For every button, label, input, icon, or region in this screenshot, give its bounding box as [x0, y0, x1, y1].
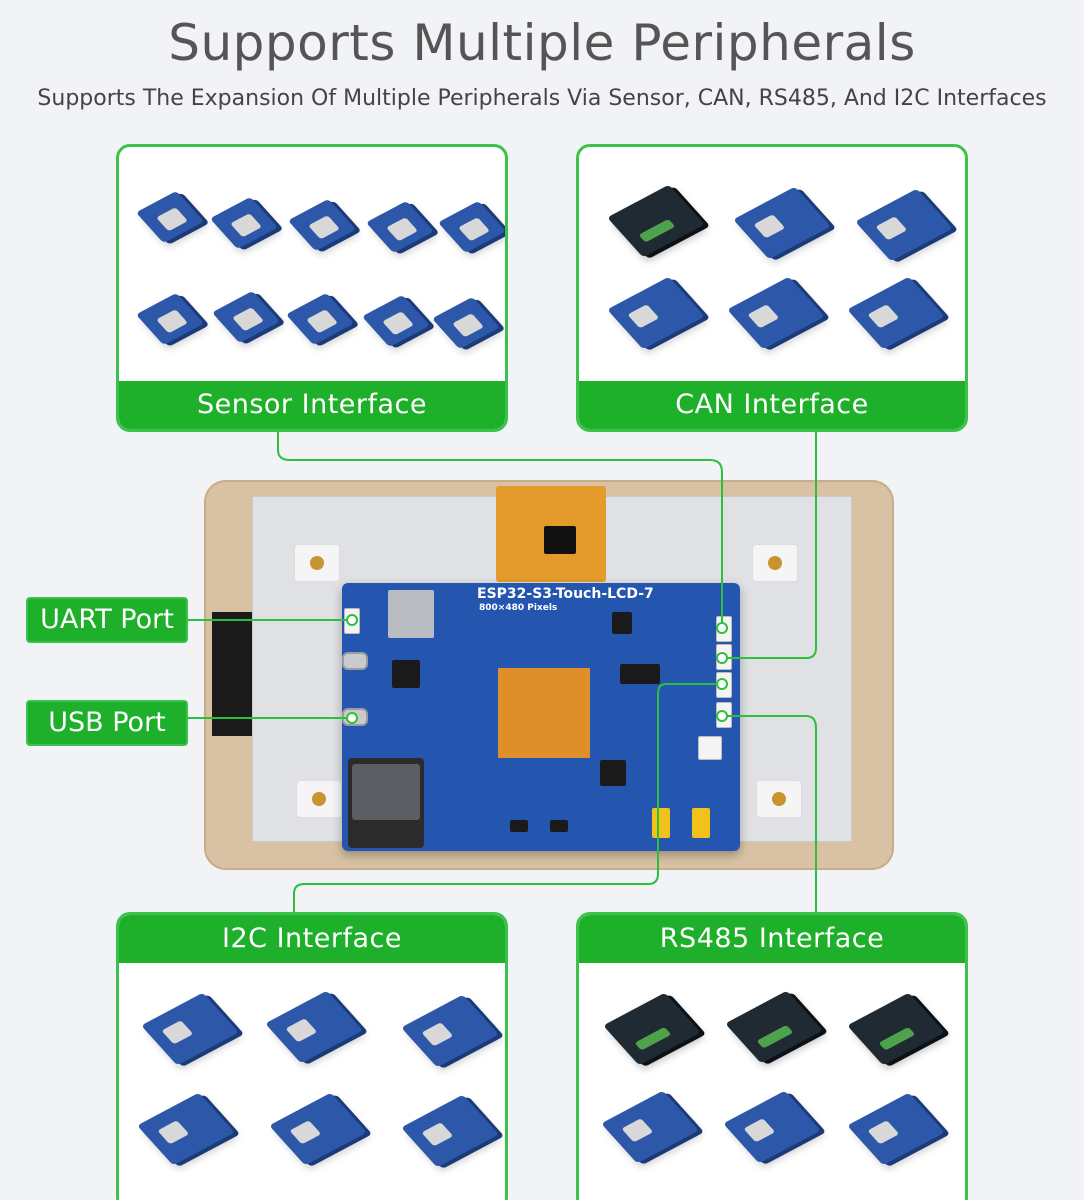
mounting-standoff: [756, 780, 802, 818]
esp32-s3-module: [348, 758, 424, 848]
rs485-module-image: [723, 1090, 821, 1164]
uart-connection-dot: [346, 614, 358, 626]
i2c-connection-line: [293, 683, 722, 914]
page-subtitle: Supports The Expansion Of Multiple Perip…: [37, 86, 1047, 111]
rs485-module-image: [601, 1090, 699, 1164]
can-interface-label: CAN Interface: [579, 381, 965, 429]
i2c-module-image: [269, 1092, 367, 1166]
usb-connection-dot: [346, 712, 358, 724]
i2c-module-image: [401, 1094, 499, 1168]
sensor-connection-dot: [716, 622, 728, 634]
page-title: Supports Multiple Peripherals: [168, 14, 916, 72]
board-resolution: 800×480 Pixels: [479, 603, 558, 613]
pcb-chip: [550, 820, 568, 832]
rs485-termination-jumper: [652, 808, 670, 838]
i2c-module-image: [265, 990, 363, 1064]
pcb-chip: [612, 612, 632, 634]
i2c-interface-label: I2C Interface: [119, 915, 505, 963]
rs485-interface-label: RS485 Interface: [579, 915, 965, 963]
uart-port-label: UART Port: [26, 597, 188, 643]
can-interface-panel: CAN Interface: [576, 144, 968, 432]
i2c-module-image: [401, 994, 499, 1068]
pcb-chip: [600, 760, 626, 786]
i2c-interface-panel: I2C Interface: [116, 912, 508, 1200]
sensor-interface-panel: Sensor Interface: [116, 144, 508, 432]
i2c-module-image: [137, 1092, 235, 1166]
sensor-interface-label: Sensor Interface: [119, 381, 505, 429]
can-connection-line: [722, 432, 817, 659]
internal-ribbon-cable: [498, 668, 590, 758]
rs485-connection-dot: [716, 710, 728, 722]
pcb-chip: [392, 660, 420, 688]
rs485-module-image: [603, 992, 701, 1066]
mounting-standoff: [294, 544, 340, 582]
touch-controller-chip: [544, 526, 576, 554]
usb-port-label: USB Port: [26, 700, 188, 746]
i2c-module-image: [141, 992, 239, 1066]
sensor-connection-line: [277, 432, 723, 628]
mounting-standoff: [296, 780, 342, 818]
rs485-interface-panel: RS485 Interface: [576, 912, 968, 1200]
i2c-connection-dot: [716, 678, 728, 690]
can-termination-jumper: [692, 808, 710, 838]
mounting-standoff: [752, 544, 798, 582]
battery-connector: [698, 736, 722, 760]
pcb-chip: [510, 820, 528, 832]
rs485-module-image: [847, 992, 945, 1066]
pcb-chip: [620, 664, 660, 684]
sd-card-slot: [388, 590, 434, 638]
rs485-connection-line: [722, 715, 817, 914]
board-name: ESP32-S3-Touch-LCD-7: [477, 586, 654, 602]
can-connection-dot: [716, 652, 728, 664]
rs485-module-image: [847, 1092, 945, 1166]
uart-usb-c-port: [342, 652, 368, 670]
rs485-module-image: [725, 990, 823, 1064]
case-side-cutout: [212, 612, 252, 736]
